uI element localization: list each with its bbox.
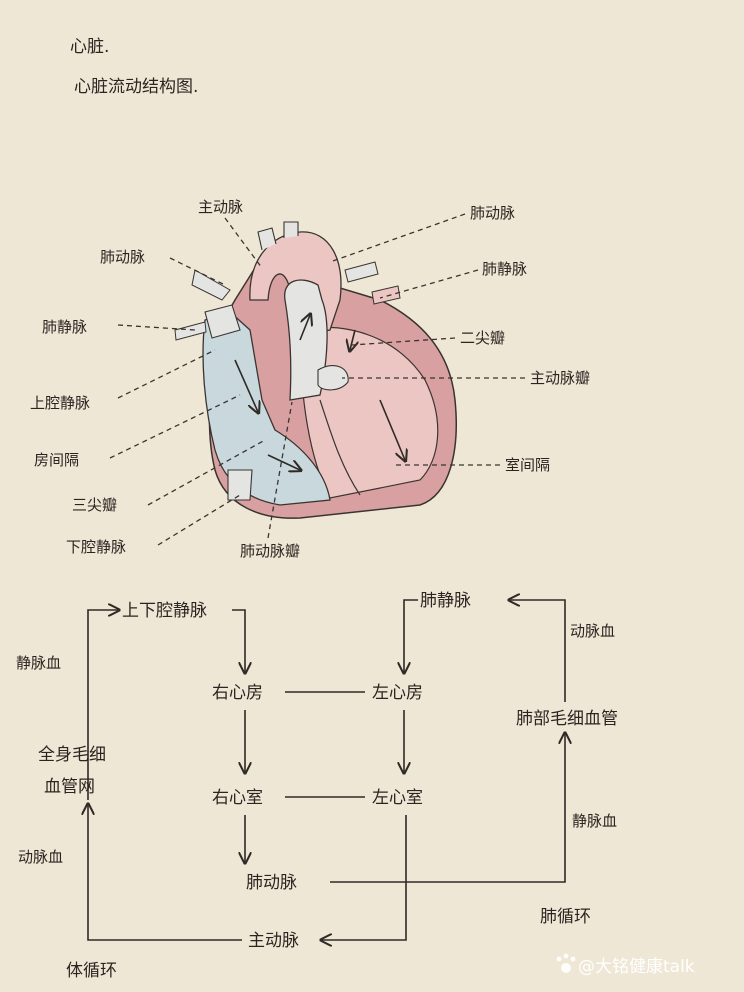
node-aorta: 主动脉 [248, 931, 299, 951]
watermark: @大铭健康talk [556, 953, 695, 977]
node-right-atrium: 右心房 [212, 683, 263, 703]
label-pulmonary-artery-left: 肺动脉 [100, 248, 145, 266]
node-body-capillaries-1: 全身毛细 [38, 745, 106, 765]
label-pulmonary-valve: 肺动脉瓣 [240, 542, 300, 560]
node-body-capillaries-2: 血管网 [44, 777, 95, 797]
label-inferior-vena-cava: 下腔静脉 [66, 538, 126, 556]
heart-illustration [174, 221, 457, 519]
leader-lines [109, 213, 525, 546]
node-lung-capillaries: 肺部毛细血管 [516, 709, 618, 729]
label-pulmonary-vein-right: 肺静脉 [482, 260, 527, 278]
title-heart-flow: 心脏流动结构图. [74, 77, 198, 97]
title-heart: 心脏. [70, 37, 109, 57]
node-right-ventricle: 右心室 [212, 788, 263, 808]
annot-venous-blood-right: 静脉血 [572, 812, 617, 830]
node-vena-cavae: 上下腔静脉 [122, 601, 207, 621]
label-superior-vena-cava: 上腔静脉 [30, 394, 90, 412]
inferior-vena-cava [227, 469, 253, 501]
node-pulmonary-artery: 肺动脉 [246, 873, 297, 893]
pulmonary-trunk [284, 279, 328, 401]
watermark-text: @大铭健康talk [578, 957, 695, 977]
label-aortic-valve: 主动脉瓣 [530, 369, 590, 387]
node-left-atrium: 左心房 [372, 683, 423, 703]
paw-icon [556, 953, 576, 973]
node-pulmonary-vein: 肺静脉 [420, 591, 471, 611]
label-pulmonary-artery-right: 肺动脉 [470, 204, 515, 222]
label-systemic-circulation: 体循环 [66, 961, 117, 981]
label-tricuspid-valve: 三尖瓣 [72, 496, 117, 514]
superior-vena-cava [204, 304, 241, 339]
label-atrial-septum: 房间隔 [34, 451, 79, 469]
label-pulmonary-vein-left: 肺静脉 [42, 318, 87, 336]
annot-arterial-blood-left: 动脉血 [18, 848, 63, 866]
label-pulmonary-circulation: 肺循环 [540, 907, 591, 927]
node-left-ventricle: 左心室 [372, 788, 423, 808]
label-aorta-top: 主动脉 [198, 198, 243, 216]
label-mitral-valve: 二尖瓣 [460, 329, 505, 347]
circulation-lines [88, 600, 565, 940]
label-ventricular-septum: 室间隔 [505, 456, 550, 474]
annot-arterial-blood-right: 动脉血 [570, 622, 615, 640]
annot-venous-blood-left: 静脉血 [16, 654, 61, 672]
